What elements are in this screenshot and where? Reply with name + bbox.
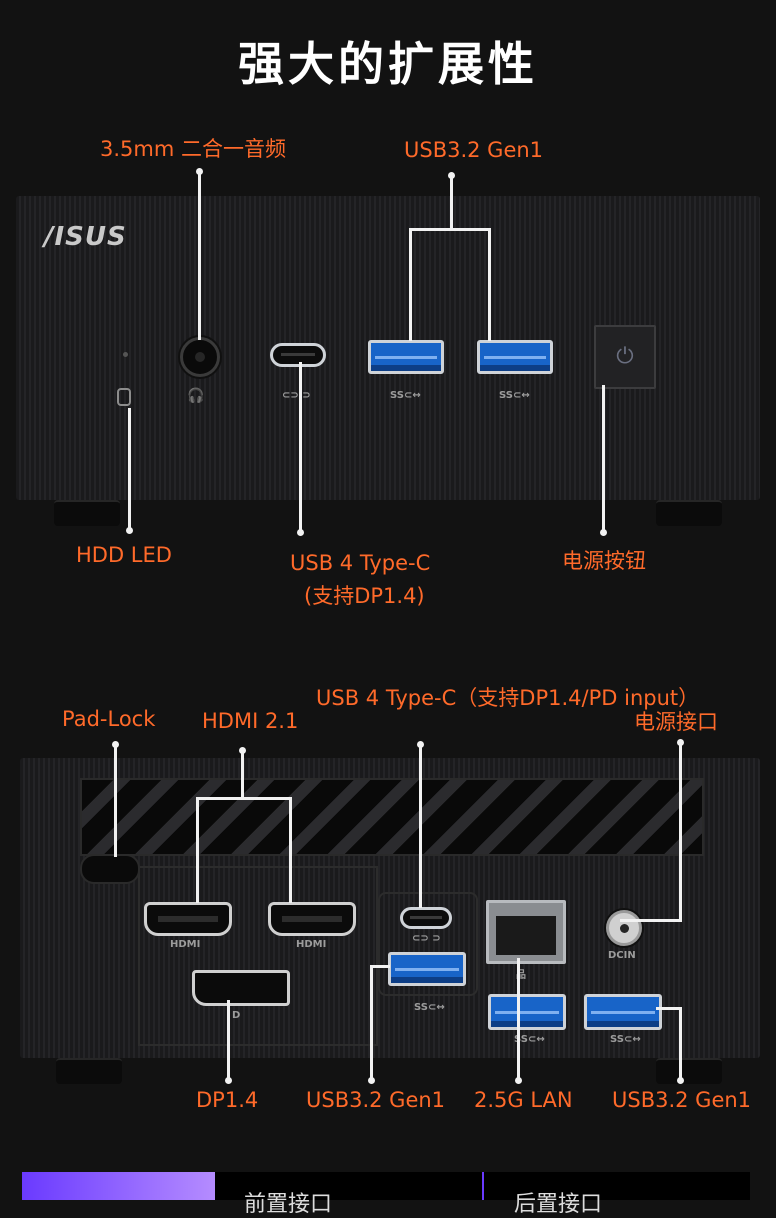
hdd-icon — [117, 388, 131, 406]
lan-port[interactable] — [486, 900, 566, 964]
dot-usb32-rear-left — [368, 1077, 375, 1084]
label-lan: 2.5G LAN — [474, 1088, 573, 1112]
dcin-mark: DCIN — [608, 950, 636, 961]
wire-lan — [517, 958, 520, 1078]
label-power-button: 电源按钮 — [562, 549, 646, 573]
usb32-port-front-2[interactable] — [477, 340, 553, 374]
label-usb32-rear-left: USB3.2 Gen1 — [306, 1088, 446, 1112]
headset-icon: 🎧 — [187, 388, 205, 404]
usb4-typec-port-front[interactable] — [270, 343, 326, 367]
audio-jack[interactable] — [180, 337, 220, 377]
lan-mark: 品 — [516, 970, 526, 981]
rear-foot-left — [56, 1058, 122, 1084]
wire-hdd — [128, 408, 131, 528]
hdmi-mark-2: HDMI — [296, 939, 327, 950]
wire-power — [602, 385, 605, 530]
power-button[interactable]: ⏻ — [594, 325, 656, 389]
wire-power-port-h — [620, 919, 682, 922]
usb-c-mark-front: ⊂⊃ ⊃ — [282, 390, 311, 401]
wire-usb32-rear-left-v — [370, 965, 373, 1078]
dot-lan — [515, 1077, 522, 1084]
wire-usb32-rear-left-h — [370, 965, 390, 968]
label-usb32-rear-right: USB3.2 Gen1 — [612, 1088, 752, 1112]
wire-usb32-rear-right-v — [679, 1007, 682, 1078]
rear-foot-right — [656, 1058, 722, 1084]
label-padlock: Pad-Lock — [62, 707, 156, 731]
wire-audio — [198, 172, 201, 340]
wire-dp — [227, 1000, 230, 1078]
ss-mark-rear-right: SS⊂↔ — [610, 1034, 641, 1045]
usb4-typec-port-rear[interactable] — [400, 907, 452, 929]
wire-padlock — [114, 745, 117, 857]
hdmi-port-1[interactable] — [144, 902, 232, 936]
label-usb32-front: USB3.2 Gen1 — [404, 138, 544, 162]
wire-usb32-front-r — [488, 228, 491, 341]
power-icon: ⏻ — [616, 344, 634, 369]
dc-in-port[interactable] — [606, 910, 642, 946]
hdd-led-indicator — [123, 352, 128, 357]
rear-vent — [80, 778, 704, 856]
wire-hdmi-l — [196, 797, 199, 903]
usb-c-mark-rear: ⊂⊃ ⊃ — [412, 933, 441, 944]
displayport-port[interactable] — [192, 970, 290, 1006]
wire-usb32-rear-right-h — [656, 1007, 680, 1010]
dot-hdd — [126, 527, 133, 534]
usb32-port-rear-left[interactable] — [388, 952, 466, 986]
tab-front-ports[interactable]: 前置接口 — [244, 1192, 333, 1217]
hdmi-mark-1: HDMI — [170, 939, 201, 950]
dp-mark: D — [232, 1010, 241, 1021]
dot-usb32-front — [448, 172, 455, 179]
label-hdd-led: HDD LED — [76, 543, 172, 567]
rear-usb-panel — [378, 892, 478, 996]
wire-usb32-front-h — [409, 228, 491, 231]
ss-mark-rear-mid: SS⊂↔ — [514, 1034, 545, 1045]
ss-mark-rear-left: SS⊂↔ — [414, 1002, 445, 1013]
dot-usb32-rear-right — [677, 1077, 684, 1084]
label-usb4-rear: USB 4 Type-C（支持DP1.4/PD input） — [316, 686, 700, 710]
wire-usb4-rear — [419, 745, 422, 908]
wire-usb4-front — [299, 362, 302, 530]
label-usb4-front-line1: USB 4 Type-C — [290, 551, 431, 575]
wire-power-port-v — [679, 743, 682, 922]
bottom-tab-accent — [22, 1172, 215, 1200]
rear-io-panel — [138, 866, 378, 1046]
dot-audio — [196, 168, 203, 175]
usb32-port-front-1[interactable] — [368, 340, 444, 374]
wire-usb32-front-l — [409, 228, 412, 341]
front-foot-left — [54, 500, 120, 526]
dot-dp — [225, 1077, 232, 1084]
dot-usb4-front — [297, 529, 304, 536]
dot-padlock — [112, 741, 119, 748]
dot-usb4-rear — [417, 741, 424, 748]
label-hdmi: HDMI 2.1 — [202, 709, 299, 733]
dot-power — [600, 529, 607, 536]
label-usb4-front-line2: (支持DP1.4) — [304, 584, 425, 608]
dot-hdmi — [239, 747, 246, 754]
label-dp: DP1.4 — [196, 1088, 259, 1112]
ss-mark-front-2: SS⊂↔ — [499, 390, 530, 401]
front-foot-right — [656, 500, 722, 526]
ss-mark-front-1: SS⊂↔ — [390, 390, 421, 401]
label-power-port: 电源接口 — [634, 710, 718, 734]
dot-power-port — [677, 739, 684, 746]
padlock-slot[interactable] — [80, 854, 140, 884]
wire-usb32-front-v — [450, 176, 453, 230]
tab-rear-ports[interactable]: 后置接口 — [514, 1192, 603, 1217]
wire-hdmi-h — [196, 797, 292, 800]
page-title: 强大的扩展性 — [238, 37, 538, 91]
label-audio: 3.5mm 二合一音频 — [100, 137, 286, 161]
wire-hdmi-r — [289, 797, 292, 903]
wire-hdmi-v — [241, 751, 244, 799]
hdmi-port-2[interactable] — [268, 902, 356, 936]
usb32-port-rear-right[interactable] — [584, 994, 662, 1030]
bottom-tab-separator — [482, 1172, 484, 1200]
usb32-port-rear-mid[interactable] — [488, 994, 566, 1030]
asus-logo: /ISUS — [44, 222, 127, 252]
